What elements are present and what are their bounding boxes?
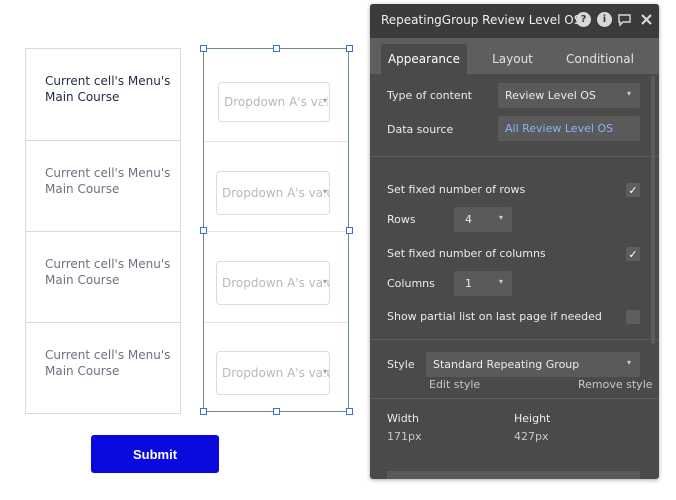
- close-icon[interactable]: [639, 12, 654, 27]
- columns-value: 1: [465, 277, 472, 290]
- chevron-down-icon: ▾: [626, 358, 631, 367]
- chevron-down-icon: ▾: [321, 277, 327, 286]
- chevron-down-icon: ▾: [321, 367, 327, 376]
- divider: [370, 398, 659, 399]
- cell-text-main-course: Current cell's Menu's Main Course: [45, 257, 171, 287]
- resize-handle-top-left[interactable]: [200, 45, 207, 52]
- list-item[interactable]: Current cell's Menu's Main Course: [26, 141, 180, 232]
- dropdown-placeholder: Dropdown A's value: [222, 366, 330, 380]
- tab-bar: Appearance Layout Conditional: [370, 38, 659, 74]
- width-value: 171px: [387, 430, 422, 443]
- style-select[interactable]: Standard Repeating Group ▾: [426, 352, 640, 377]
- partial-list-checkbox[interactable]: [626, 310, 640, 324]
- chevron-down-icon: ▾: [498, 277, 503, 286]
- height-value: 427px: [514, 430, 549, 443]
- resize-handle-left[interactable]: [200, 227, 207, 234]
- dropdown-placeholder: Dropdown A's value: [222, 276, 330, 290]
- partial-list-label: Show partial list on last page if needed: [387, 310, 602, 323]
- resize-handle-top[interactable]: [273, 45, 280, 52]
- data-source-field[interactable]: All Review Level OS: [498, 116, 640, 141]
- rows-value: 4: [465, 213, 472, 226]
- columns-label: Columns: [387, 277, 435, 290]
- help-icon[interactable]: ?: [576, 12, 591, 27]
- type-of-content-label: Type of content: [387, 89, 472, 102]
- list-item[interactable]: Current cell's Menu's Main Course: [26, 232, 180, 323]
- dropdown-a[interactable]: Dropdown A's value ▾: [218, 82, 330, 122]
- fixed-columns-checkbox[interactable]: ✓: [626, 247, 640, 261]
- rows-label: Rows: [387, 213, 416, 226]
- dropdown-a[interactable]: Dropdown A's value ▾: [216, 171, 330, 215]
- resize-handle-bottom-right[interactable]: [346, 408, 353, 415]
- divider: [370, 156, 659, 157]
- style-label: Style: [387, 358, 415, 371]
- property-editor-panel: RepeatingGroup Review Level OS ? i Appea…: [370, 4, 659, 479]
- resize-handle-top-right[interactable]: [346, 45, 353, 52]
- row-divider: [204, 231, 348, 232]
- chevron-down-icon: ▾: [626, 89, 631, 98]
- panel-scrollbar[interactable]: [651, 76, 655, 344]
- type-of-content-select[interactable]: Review Level OS ▾: [498, 83, 640, 108]
- resize-handle-bottom-left[interactable]: [200, 408, 207, 415]
- tab-appearance[interactable]: Appearance: [381, 44, 467, 74]
- rows-select[interactable]: 4 ▾: [454, 207, 512, 232]
- resize-handle-bottom[interactable]: [273, 408, 280, 415]
- row-divider: [204, 322, 348, 323]
- chevron-down-icon: ▾: [321, 96, 327, 105]
- divider: [370, 339, 659, 340]
- chevron-down-icon: ▾: [321, 187, 327, 196]
- fixed-columns-label: Set fixed number of columns: [387, 247, 546, 260]
- row-divider: [204, 141, 348, 142]
- panel-title: RepeatingGroup Review Level OS: [381, 13, 582, 27]
- resize-handle-right[interactable]: [346, 227, 353, 234]
- tab-layout[interactable]: Layout: [492, 52, 533, 66]
- next-section-field[interactable]: [387, 471, 640, 479]
- height-label: Height: [514, 412, 551, 425]
- chevron-down-icon: ▾: [498, 213, 503, 222]
- style-value: Standard Repeating Group: [433, 358, 580, 371]
- dropdown-placeholder: Dropdown A's value: [222, 186, 330, 200]
- repeating-group-review-level-os[interactable]: Dropdown A's value ▾ Dropdown A's value …: [203, 48, 349, 412]
- checkmark-icon: ✓: [628, 247, 638, 261]
- checkmark-icon: ✓: [628, 183, 638, 197]
- remove-style-link[interactable]: Remove style: [578, 378, 653, 391]
- cell-text-main-course: Current cell's Menu's Main Course: [45, 74, 171, 104]
- fixed-rows-checkbox[interactable]: ✓: [626, 183, 640, 197]
- cell-text-main-course: Current cell's Menu's Main Course: [45, 348, 171, 378]
- dropdown-a[interactable]: Dropdown A's value ▾: [216, 261, 330, 305]
- repeating-group-menu[interactable]: Current cell's Menu's Main Course Curren…: [25, 48, 181, 414]
- type-of-content-value: Review Level OS: [505, 89, 596, 102]
- edit-style-link[interactable]: Edit style: [429, 378, 481, 391]
- dropdown-placeholder: Dropdown A's value: [224, 95, 329, 109]
- comment-icon[interactable]: [617, 12, 632, 27]
- dropdown-a[interactable]: Dropdown A's value ▾: [216, 351, 330, 395]
- data-source-label: Data source: [387, 123, 454, 136]
- list-item[interactable]: Current cell's Menu's Main Course: [26, 323, 180, 413]
- width-label: Width: [387, 412, 419, 425]
- columns-select[interactable]: 1 ▾: [454, 271, 512, 296]
- info-icon[interactable]: i: [597, 12, 612, 27]
- panel-header[interactable]: RepeatingGroup Review Level OS ? i: [370, 4, 659, 38]
- fixed-rows-label: Set fixed number of rows: [387, 183, 526, 196]
- submit-button[interactable]: Submit: [91, 435, 219, 473]
- cell-text-main-course: Current cell's Menu's Main Course: [45, 166, 171, 196]
- data-source-value: All Review Level OS: [505, 122, 614, 135]
- list-item[interactable]: Current cell's Menu's Main Course: [26, 49, 180, 141]
- tab-conditional[interactable]: Conditional: [566, 52, 634, 66]
